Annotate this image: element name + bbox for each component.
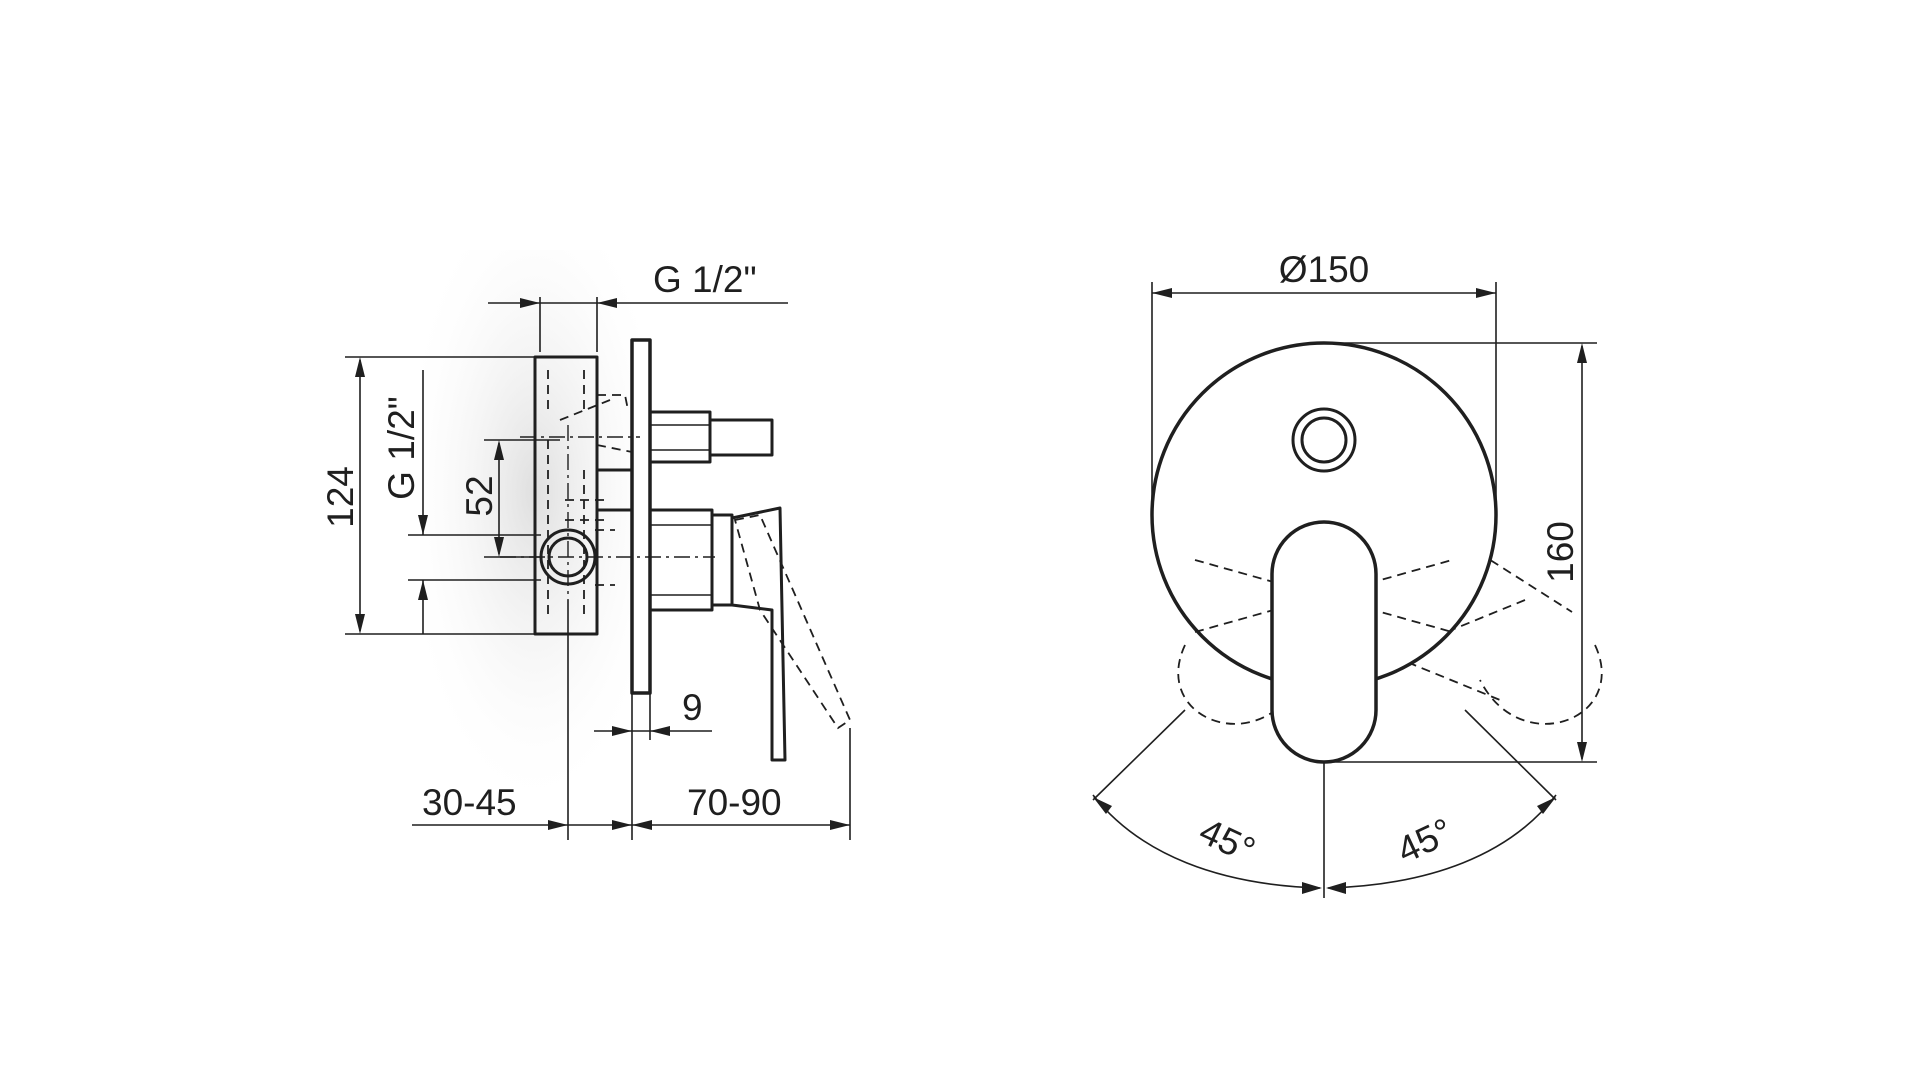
label-top-thread: G 1/2" <box>653 259 757 300</box>
label-angle-left: 45° <box>1193 810 1261 871</box>
label-projection-70-90: 70-90 <box>687 782 782 823</box>
dim-side-thread <box>408 370 541 634</box>
label-diameter-150: Ø150 <box>1279 249 1370 290</box>
wall-plate <box>630 338 652 695</box>
dim-top-thread <box>488 297 788 352</box>
front-view: Ø150 160 45° 45° <box>1092 249 1603 898</box>
label-angle-right: 45° <box>1391 810 1459 871</box>
label-depth-30-45: 30-45 <box>422 782 517 823</box>
body-internal-hidden-lines <box>547 370 633 620</box>
lever-handle-side <box>730 506 852 762</box>
diverter-knob-front <box>1291 407 1357 473</box>
dim-angle-right <box>1326 709 1557 894</box>
dim-depth-30-45 <box>412 600 632 840</box>
label-height-124: 124 <box>320 466 361 528</box>
label-side-thread: G 1/2" <box>381 396 422 500</box>
lever-handle-front <box>1270 520 1378 764</box>
plate-stem <box>595 468 634 512</box>
dim-height-160 <box>1330 342 1597 763</box>
dim-height-124 <box>345 356 535 635</box>
side-view: G 1/2" 124 G 1/2" 52 <box>320 250 852 840</box>
label-plate-9: 9 <box>682 687 703 728</box>
dim-projection-70-90 <box>632 728 851 840</box>
valve-body <box>533 355 599 636</box>
diverter-knob-side <box>648 410 774 464</box>
mixer-cartridge-side <box>648 508 734 612</box>
dim-diameter-150 <box>1151 282 1497 515</box>
dim-plate-9 <box>594 693 712 840</box>
dim-spacing-52 <box>484 439 560 558</box>
label-height-160: 160 <box>1540 521 1581 583</box>
label-spacing-52: 52 <box>459 475 500 516</box>
dim-angle-left <box>1092 709 1322 894</box>
